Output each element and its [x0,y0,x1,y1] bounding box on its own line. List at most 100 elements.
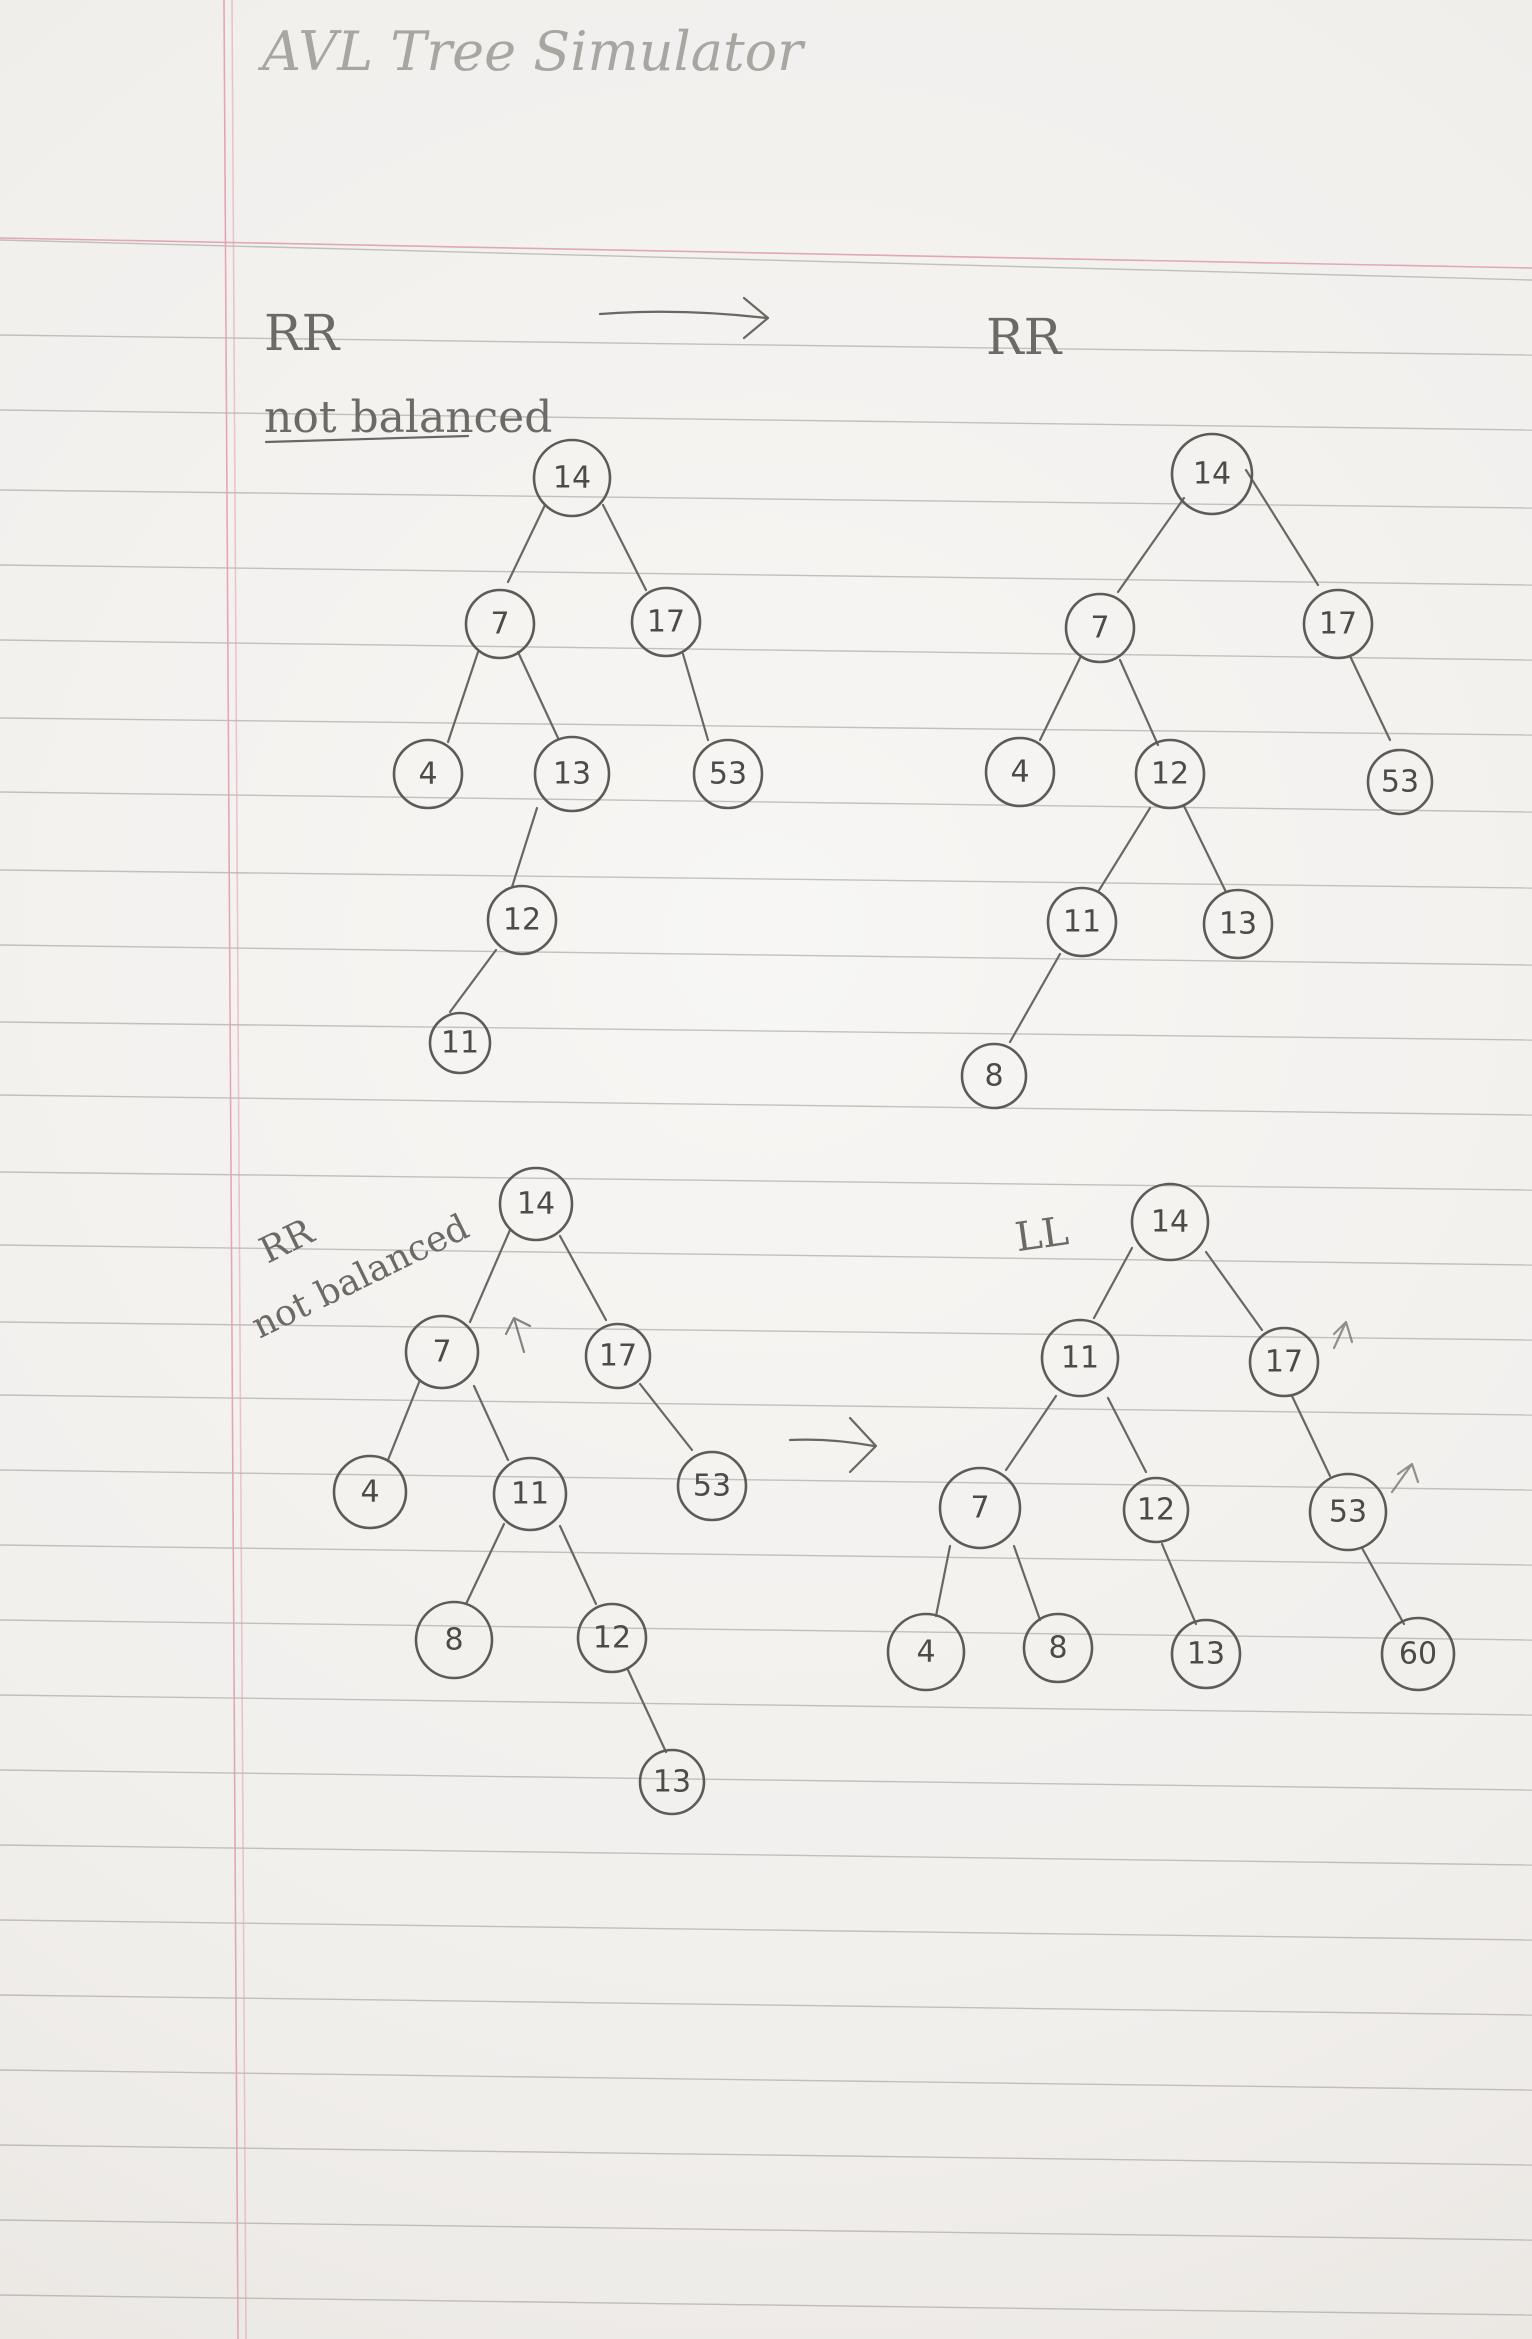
panel-label: RR [264,304,341,362]
node-label: 13 [1187,1637,1225,1672]
rule-line [0,2144,1532,2166]
tree-node: 60 [1380,1616,1456,1692]
tree-edge [506,503,547,584]
tree-node: 14 [1170,432,1254,516]
tree-node: 11 [428,1011,492,1075]
margin-line [231,0,247,2339]
tree-edge [638,1382,694,1452]
node-label: 17 [1265,1345,1303,1380]
node-label: 13 [653,1765,691,1800]
tree-node: 53 [676,1450,748,1522]
node-label: 7 [970,1491,989,1526]
tree-edge [1106,1396,1148,1474]
tree-node: 4 [984,736,1056,808]
node-label: 12 [593,1621,631,1656]
node-label: 14 [1193,457,1231,492]
rule-line [0,1844,1532,1866]
node-label: 12 [1137,1493,1175,1528]
note-underline [264,434,470,444]
node-label: 53 [709,757,747,792]
tree-node: 8 [960,1042,1028,1110]
tree-node: 17 [1248,1326,1320,1398]
tree-node: 12 [576,1602,648,1674]
rule-line [0,1094,1532,1116]
tree-node: 53 [1366,748,1434,816]
tree-nodes: 14 7 17 4 11 [332,1166,748,1816]
tree-node: 7 [464,588,536,660]
arrow-icon [788,1416,878,1474]
node-label: 17 [647,605,685,640]
rule-line [0,239,1532,281]
node-label: 4 [418,757,437,792]
node-label: 11 [1061,1341,1099,1376]
tree-edge [1004,1394,1058,1472]
node-label: 17 [1319,607,1357,642]
tree-edges [1008,468,1392,1044]
rule-line [0,489,1532,509]
rule-line [0,791,1532,813]
rule-line [0,1694,1532,1716]
tree-edge [1182,804,1228,894]
tree-node: 7 [938,1466,1022,1550]
tree-edge [1092,1246,1134,1320]
tree-node: 13 [533,735,611,813]
rule-line [0,2294,1532,2316]
tree-edge [464,1522,506,1606]
tree-node: 4 [886,1612,966,1692]
node-label: 53 [1329,1495,1367,1530]
tree-edge [1008,952,1062,1044]
tree-node: 12 [1122,1476,1190,1544]
panel-label: RR [253,1211,321,1272]
tree-node: 13 [1170,1618,1242,1690]
tree-edge [1012,1544,1042,1622]
rule-line [0,869,1532,889]
rule-line [0,944,1532,966]
rule-line [0,1994,1532,2016]
tree-edge [468,1228,512,1324]
rule-line [0,334,1532,356]
rule-line [0,1544,1532,1566]
tree-node: 53 [692,738,764,810]
node-label: 60 [1399,1637,1437,1672]
margin-line [223,0,239,2339]
tree-node: 8 [1022,1612,1094,1684]
node-label: 4 [1010,755,1029,790]
rule-line [0,2069,1532,2091]
tree-edge [1038,656,1082,742]
node-label: 13 [1219,907,1257,942]
panel-top-left: RR not balanced 14 7 [264,304,764,1075]
tree-edges [386,1228,694,1754]
arrow-icon [1332,1320,1354,1350]
rule-line [0,1021,1532,1041]
panel-label: RR [986,308,1063,366]
tree-node: 4 [332,1454,408,1530]
tree-node: 13 [638,1748,706,1816]
tree-node: 13 [1202,888,1274,960]
node-label: 11 [1063,905,1101,940]
tree-node: 14 [498,1166,574,1242]
tree-edge [1204,1250,1264,1332]
rule-line [0,1469,1532,1491]
ruled-lines [0,239,1532,2316]
rule-line [0,564,1532,586]
node-label: 7 [1090,611,1109,646]
arrow-icon [598,296,770,340]
node-label: 4 [916,1635,935,1670]
rule-line [0,409,1532,431]
tree-node: 53 [1308,1472,1388,1552]
node-label: 8 [984,1059,1003,1094]
arrow-icon [504,1316,532,1354]
rule-line [0,2219,1532,2241]
tree-edge [626,1668,668,1754]
tree-edge [386,1378,422,1462]
panel-label: LL [1012,1208,1071,1261]
arrow-icon [1390,1462,1420,1494]
tree-edge [1348,654,1392,742]
tree-nodes: 14 7 17 4 12 [960,432,1434,1110]
rule-line [0,1919,1532,1941]
tree-node: 4 [392,738,464,810]
tree-node: 14 [532,438,612,518]
tree-edge [934,1544,952,1618]
